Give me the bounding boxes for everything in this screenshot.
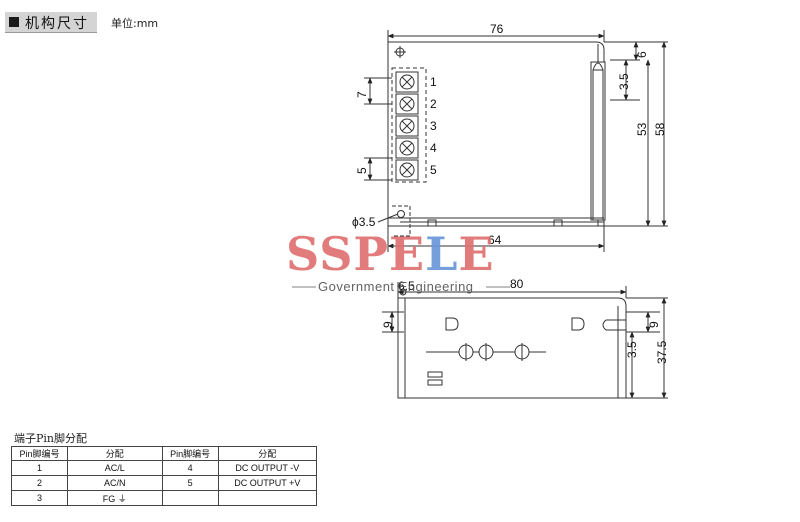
table-cell: 3 (11, 490, 68, 506)
watermark-brand: SSPELE (286, 227, 495, 281)
column-header: 分配 (217, 446, 318, 461)
side-view (382, 282, 668, 399)
table-row: 3 FG ⏚ (11, 490, 318, 506)
dim-side-3-5: 3.5 (625, 341, 639, 358)
column-header: Pin脚编号 (11, 446, 68, 461)
dim-height-58: 58 (653, 122, 667, 136)
table-cell: 1 (11, 460, 68, 476)
terminal-screw-icon (395, 93, 419, 115)
terminal-screw-icon (395, 137, 419, 159)
table-cell: AC/L (66, 460, 163, 476)
dim-hole-diameter: ϕ3.5 (352, 215, 376, 229)
dim-side-37-5: 37.5 (655, 340, 669, 364)
terminal-block (395, 71, 419, 181)
dim-pitch-7: 7 (355, 91, 369, 98)
dim-side-9-right: 9 (647, 321, 661, 328)
terminal-number-2: 2 (430, 97, 437, 111)
table-cell: 4 (161, 460, 219, 476)
screw-icon (458, 343, 474, 361)
table-cell: AC/N (66, 475, 163, 491)
dim-terminal-5: 5 (355, 167, 369, 174)
square-bullet-icon (9, 17, 19, 27)
dim-width-64: 64 (488, 233, 502, 247)
table-cell (217, 490, 318, 506)
table-row: 2 AC/N 5 DC OUTPUT +V (11, 475, 318, 491)
dim-height-53: 53 (635, 122, 649, 136)
dim-side-80: 80 (510, 277, 524, 291)
table-header-row: Pin脚编号 分配 Pin脚编号 分配 (11, 446, 318, 461)
screw-icon (478, 343, 494, 361)
dim-mount-3-5: 3.5 (617, 73, 631, 90)
terminal-number-3: 3 (430, 119, 437, 133)
column-header: 分配 (66, 446, 163, 461)
top-view (364, 30, 668, 252)
table-cell: FG ⏚ (66, 490, 163, 506)
table-row: 1 AC/L 4 DC OUTPUT -V (11, 460, 318, 476)
screw-icon (514, 343, 530, 361)
dim-mount-6: 6 (635, 51, 649, 58)
dim-side-9-left: 9 (381, 321, 395, 328)
terminal-screw-icon (395, 159, 419, 181)
terminal-screw-icon (395, 115, 419, 137)
section-title: 机构尺寸 (25, 16, 89, 32)
table-cell: DC OUTPUT +V (217, 475, 318, 491)
terminal-number-4: 4 (430, 141, 437, 155)
terminal-number-5: 5 (430, 163, 437, 177)
unit-label: 单位:mm (111, 17, 159, 30)
pin-assignment-table: Pin脚编号 分配 Pin脚编号 分配 1 AC/L 4 DC OUTPUT -… (11, 446, 318, 506)
dim-width-76: 76 (490, 22, 504, 36)
top-view-outline (387, 41, 605, 227)
table-cell: DC OUTPUT -V (217, 460, 318, 476)
terminal-screw-icon (395, 71, 419, 93)
terminal-number-1: 1 (430, 75, 437, 89)
side-view-outline (397, 297, 627, 399)
table-cell (161, 490, 219, 506)
watermark-subtitle: Government Engineering (318, 279, 474, 294)
section-tab: 机构尺寸 (5, 12, 97, 33)
table-cell: 5 (161, 475, 219, 491)
pin-table-title: 端子Pin脚分配 (14, 432, 88, 445)
column-header: Pin脚编号 (161, 446, 219, 461)
watermark: SSPELE Government Engineering (286, 227, 510, 294)
dim-side-6-5: 6.5 (398, 279, 415, 293)
table-cell: 2 (11, 475, 68, 491)
